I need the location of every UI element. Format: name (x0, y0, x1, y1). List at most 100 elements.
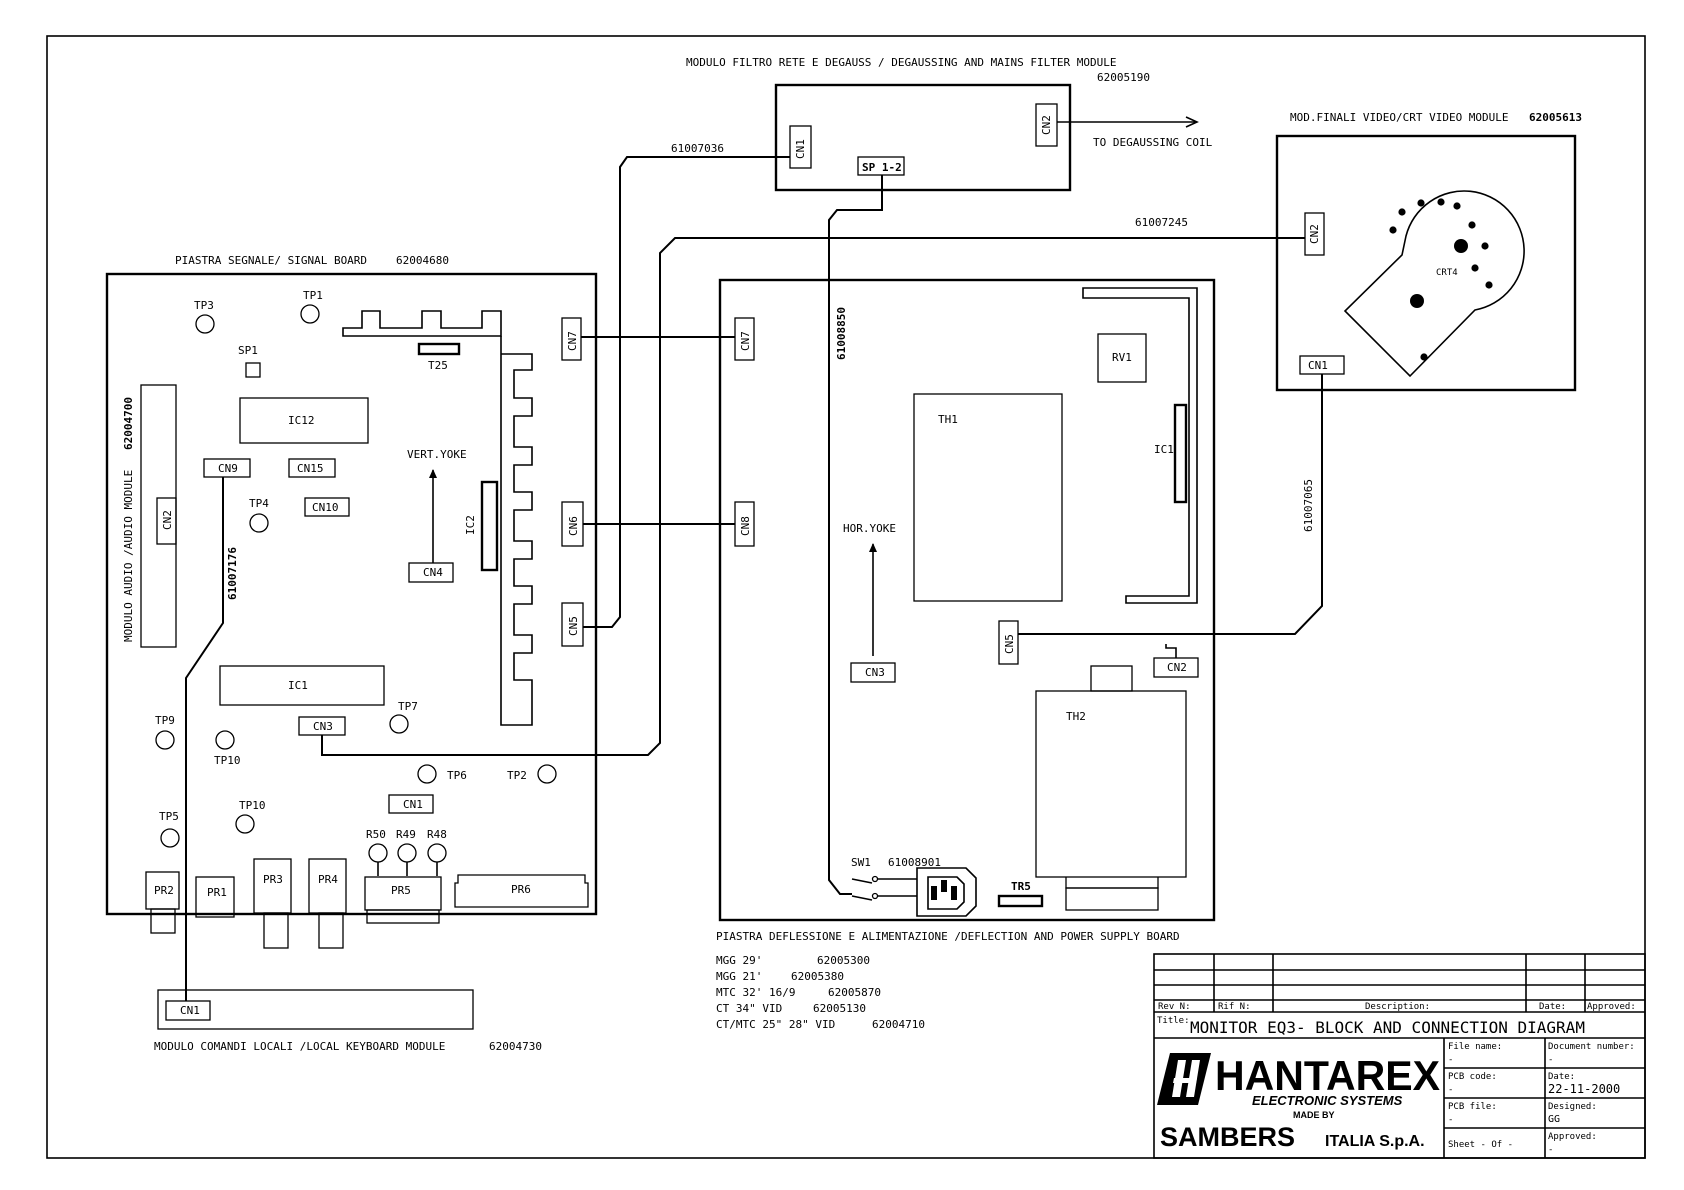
wire-61007065 (1018, 374, 1323, 635)
maker-name: SAMBERS (1160, 1122, 1295, 1152)
def-cn5 (998, 620, 1019, 665)
tb-sheet: Sheet - Of - (1448, 1140, 1513, 1150)
tp1-label: TP1 (303, 289, 323, 302)
tr5-label: TR5 (1011, 880, 1031, 893)
audio-module-title: MODULO AUDIO /AUDIO MODULE (122, 470, 135, 642)
degauss-arrow-head (1185, 116, 1199, 128)
sig-cn1-label: CN1 (403, 798, 423, 811)
hor-yoke-label: HOR.YOKE (843, 522, 896, 535)
t25-label: T25 (428, 359, 448, 372)
tp2-label: TP2 (507, 769, 527, 782)
wire-61007036 (583, 156, 790, 628)
tb-approved-value: - (1548, 1145, 1553, 1155)
def-ic1 (1173, 403, 1188, 504)
pr4-label: PR4 (318, 873, 338, 886)
tb-designed: Designed: (1548, 1102, 1597, 1112)
cable-61007065: 61007065 (1302, 479, 1315, 532)
tp3-label: TP3 (194, 299, 214, 312)
r49 (397, 843, 417, 863)
sig-cn4 (408, 562, 454, 583)
pr2-shaft (150, 908, 176, 934)
deflection-board-title: PIASTRA DEFLESSIONE E ALIMENTAZIONE /DEF… (716, 930, 1180, 943)
pr6 (454, 874, 589, 908)
tp2 (537, 764, 557, 784)
tp3 (195, 314, 215, 334)
tb-file-name-value: - (1448, 1055, 1453, 1065)
hantarex-logo-icon (1157, 1053, 1211, 1105)
brand-subtitle: ELECTRONIC SYSTEMS (1252, 1093, 1403, 1108)
th2-label: TH2 (1066, 710, 1086, 723)
degauss-label: TO DEGAUSSING COIL (1093, 136, 1213, 149)
def-cn2-label: CN2 (1167, 661, 1187, 674)
def-cn3-label: CN3 (865, 666, 885, 679)
tp7-label: TP7 (398, 700, 418, 713)
sig-cn9-label: CN9 (218, 462, 238, 475)
signal-board (105, 272, 598, 916)
sig-cn4-label: CN4 (423, 566, 443, 579)
mains-socket-code: 61008901 (888, 856, 941, 869)
tb-title-label: Title: (1157, 1016, 1190, 1026)
video-module-cn1-label: CN1 (1308, 359, 1328, 372)
model-1-name: MGG 21' (716, 970, 762, 983)
cable-61007176: 61007176 (226, 547, 239, 600)
tp7 (389, 714, 409, 734)
mains-filter-module (774, 83, 1072, 192)
tb-approved: Approved: (1548, 1132, 1597, 1142)
signal-board-title: PIASTRA SEGNALE/ SIGNAL BOARD (175, 254, 367, 267)
rv1-label: RV1 (1112, 351, 1132, 364)
th2 (1035, 690, 1187, 878)
def-cn8-label: CN8 (739, 516, 752, 536)
mains-filter-sp-label: SP 1-2 (862, 161, 902, 174)
sig-ic1 (219, 665, 385, 706)
tb-designed-value: GG (1548, 1114, 1560, 1125)
tp4-label: TP4 (249, 497, 269, 510)
audio-cn2 (156, 497, 177, 545)
tb-pcb-code-value: - (1448, 1085, 1453, 1095)
model-2-name: MTC 32' 16/9 (716, 986, 795, 999)
tb-date: Date: (1548, 1072, 1575, 1082)
video-module-cn2 (1304, 212, 1325, 256)
wire-61008850 (828, 175, 883, 895)
wire-61007245 (321, 237, 1305, 756)
signal-board-code: 62004680 (396, 254, 449, 267)
deflection-board (718, 278, 1216, 922)
model-4-name: CT/MTC 25" 28" VID (716, 1018, 835, 1031)
sig-cn15-label: CN15 (297, 462, 324, 475)
model-1-code: 62005380 (791, 970, 844, 983)
mains-filter-cn2 (1035, 103, 1058, 147)
video-module-title: MOD.FINALI VIDEO/CRT VIDEO MODULE (1290, 111, 1509, 124)
r48-label: R48 (427, 828, 447, 841)
model-3-code: 62005130 (813, 1002, 866, 1015)
sig-cn10 (304, 497, 350, 517)
drawing-frame (46, 35, 1646, 1159)
ic12-label: IC12 (288, 414, 315, 427)
pr4 (308, 858, 347, 914)
def-ic1-label: IC1 (1154, 443, 1174, 456)
tr5 (997, 894, 1044, 908)
sig-ic1-label: IC1 (288, 679, 308, 692)
mains-filter-cn1 (789, 125, 812, 169)
sig-cn3-label: CN3 (313, 720, 333, 733)
sig-cn15 (288, 458, 336, 478)
pr4-shaft (318, 912, 344, 949)
title-block (1153, 953, 1646, 1159)
tp5 (160, 828, 180, 848)
mains-filter-cn2-label: CN2 (1040, 115, 1053, 135)
sp1 (245, 362, 261, 378)
cable-61007036: 61007036 (671, 142, 724, 155)
made-by: MADE BY (1293, 1110, 1335, 1120)
tp6 (417, 764, 437, 784)
tb-pcb-file-value: - (1448, 1115, 1453, 1125)
def-cn7 (734, 317, 755, 361)
tb-date-header: Date: (1539, 1002, 1566, 1012)
sig-cn5-label: CN5 (567, 616, 580, 636)
sig-cn1 (388, 794, 434, 814)
tb-rev: Rev N: (1158, 1002, 1191, 1012)
keyboard-module (157, 989, 474, 1030)
t25 (417, 342, 461, 356)
ic2-label: IC2 (464, 515, 477, 535)
tp6-label: TP6 (447, 769, 467, 782)
tp1 (300, 304, 320, 324)
pr1-label: PR1 (207, 886, 227, 899)
